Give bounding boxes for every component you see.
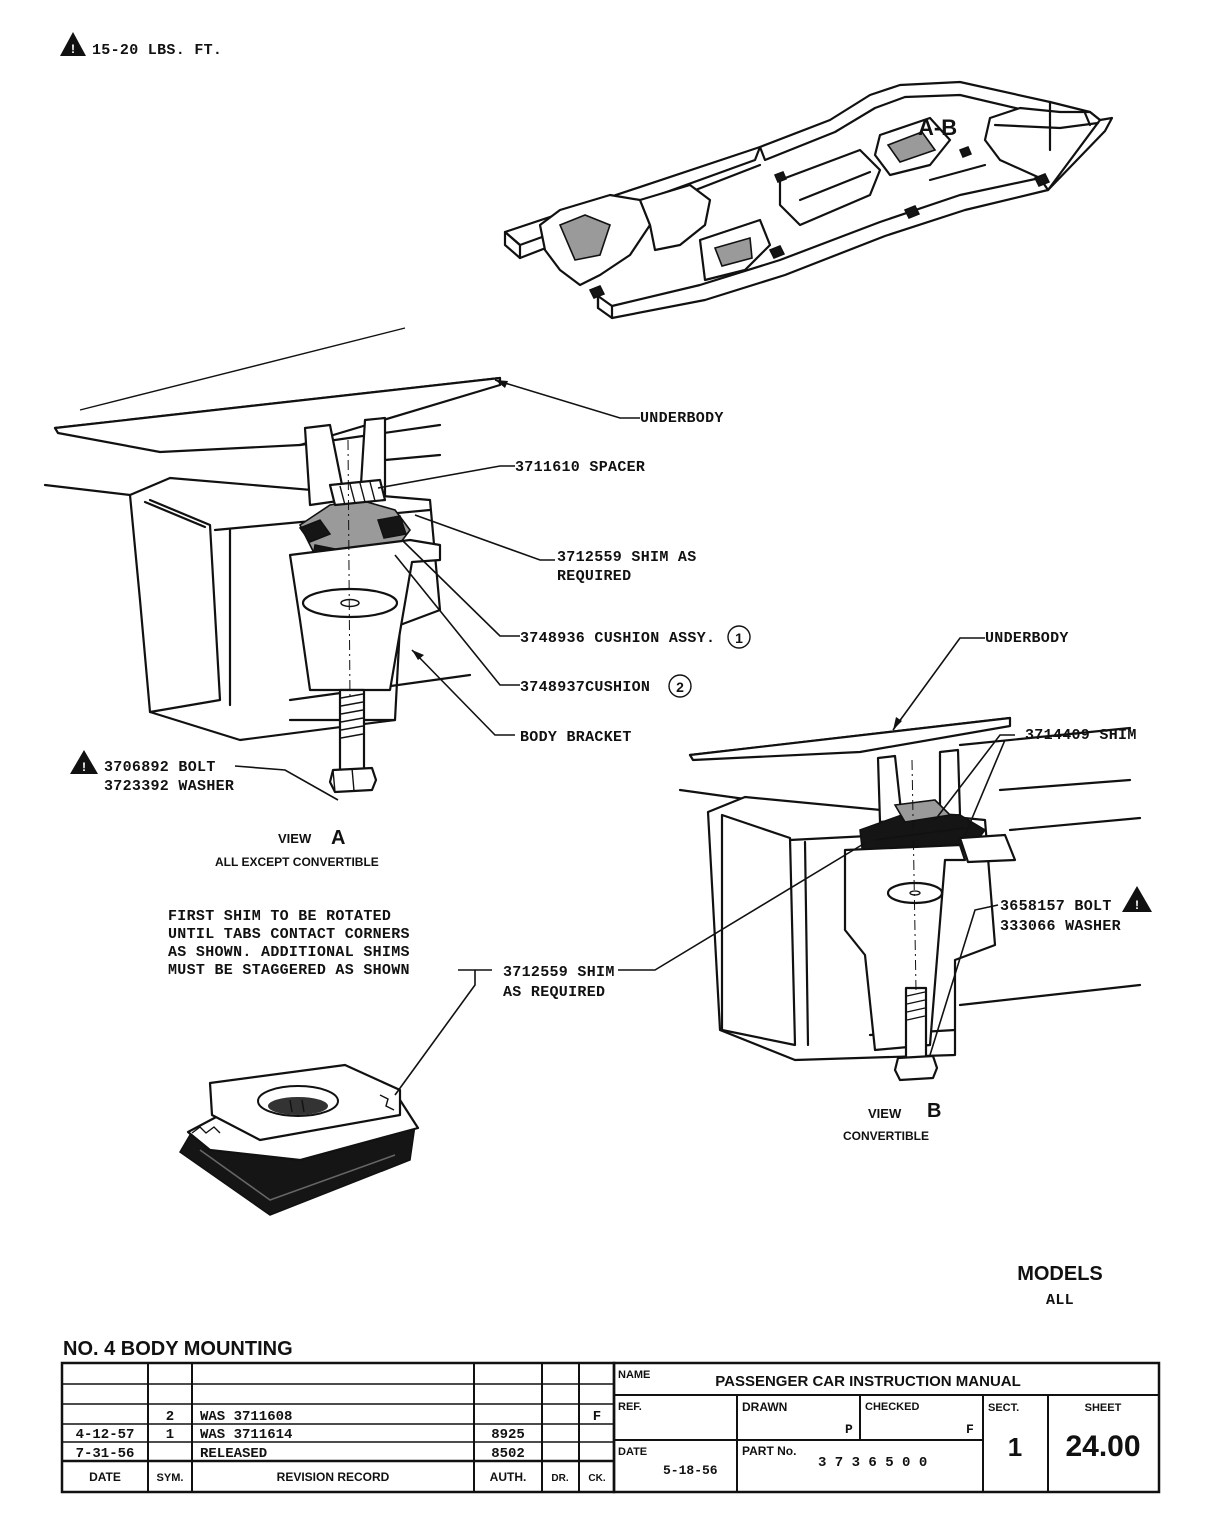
rev-auth: 8925 [491, 1427, 525, 1443]
torque-note: ! 15-20 LBS. FT. [60, 32, 222, 59]
sect-value: 1 [1008, 1432, 1022, 1462]
shim-detail-illustration [179, 1063, 420, 1216]
title-block: NAME PASSENGER CAR INSTRUCTION MANUAL RE… [612, 1361, 1161, 1494]
sheet-title: NO. 4 BODY MOUNTING [63, 1338, 293, 1360]
view-b-word: VIEW [868, 1106, 902, 1121]
view-b-washer-label: 333066 WASHER [1000, 918, 1121, 935]
cushion-ref: 2 [676, 679, 684, 695]
rev-header: DATE [89, 1470, 121, 1484]
view-b-bolt-label: 3658157 BOLT [1000, 898, 1112, 915]
sect-label: SECT. [988, 1402, 1019, 1414]
shim-note-line: UNTIL TABS CONTACT CORNERS [168, 926, 410, 943]
view-b-shim-label: 3714409 SHIM [1025, 727, 1137, 744]
frame-view-label: A-B [918, 115, 957, 140]
rev-header: DR. [551, 1473, 568, 1484]
view-a-underbody-label: UNDERBODY [640, 410, 724, 427]
rev-header: SYM. [157, 1472, 184, 1484]
cushion-label: 3748937CUSHION [520, 679, 650, 696]
view-a-callouts: UNDERBODY 3711610 SPACER 3712559 SHIM AS… [70, 379, 751, 869]
rev-auth: 8502 [491, 1446, 525, 1462]
shim-note: FIRST SHIM TO BE ROTATED UNTIL TABS CONT… [168, 842, 866, 1096]
view-b-illustration [678, 716, 1142, 1082]
sheet-label: SHEET [1085, 1402, 1122, 1414]
view-b-warning-icon: ! [1122, 886, 1152, 912]
body-bracket-label: BODY BRACKET [520, 729, 632, 746]
cushion-assy-ref: 1 [735, 630, 743, 646]
shim-note-line: AS SHOWN. ADDITIONAL SHIMS [168, 944, 410, 961]
drawn-value: P [845, 1422, 853, 1437]
rev-date: 4-12-57 [76, 1427, 135, 1443]
name-label: NAME [618, 1369, 650, 1381]
rev-sym: 2 [166, 1409, 174, 1425]
date-value: 5-18-56 [663, 1463, 718, 1478]
name-value: PASSENGER CAR INSTRUCTION MANUAL [715, 1373, 1021, 1390]
shim-callout-line1: 3712559 SHIM [503, 964, 615, 981]
bolt-warning-icon: ! [70, 750, 98, 774]
part-label: PART No. [742, 1444, 796, 1458]
shim-note-line: MUST BE STAGGERED AS SHOWN [168, 962, 410, 979]
rev-header: REVISION RECORD [277, 1470, 390, 1484]
view-a-bolt-label: 3706892 BOLT [104, 759, 216, 776]
rev-header: CK. [588, 1473, 605, 1484]
rev-date: 7-31-56 [76, 1446, 135, 1462]
rev-record: RELEASED [200, 1446, 267, 1462]
models-title: MODELS [1017, 1263, 1103, 1285]
view-a-word: VIEW [278, 831, 312, 846]
part-value: 3 7 3 6 5 0 0 [818, 1455, 927, 1471]
shim-callout-line2: AS REQUIRED [503, 984, 605, 1001]
view-b-callouts: UNDERBODY 3714409 SHIM 3658157 BOLT ! 33… [843, 630, 1152, 1143]
view-a-shim-label-line2: REQUIRED [557, 568, 631, 585]
models-value: ALL [1046, 1292, 1074, 1309]
chassis-frame-illustration: A-B [503, 80, 1114, 320]
rev-sym: 1 [166, 1427, 174, 1443]
svg-text:!: ! [71, 42, 75, 56]
rev-ck: F [593, 1409, 601, 1425]
drawn-label: DRAWN [742, 1400, 787, 1414]
shim-note-line: FIRST SHIM TO BE ROTATED [168, 908, 391, 925]
date-label: DATE [618, 1446, 647, 1458]
checked-label: CHECKED [865, 1401, 919, 1413]
view-b-underbody-label: UNDERBODY [985, 630, 1069, 647]
checked-value: F [966, 1422, 974, 1437]
view-a-illustration [43, 327, 502, 794]
sheet-value: 24.00 [1065, 1430, 1140, 1463]
view-a-washer-label: 3723392 WASHER [104, 778, 234, 795]
cushion-assy-label: 3748936 CUSHION ASSY. [520, 630, 715, 647]
svg-text:!: ! [82, 760, 86, 774]
torque-note-text: 15-20 LBS. FT. [92, 42, 222, 59]
rev-record: WAS 3711608 [200, 1409, 292, 1425]
rev-record: WAS 3711614 [200, 1427, 292, 1443]
torque-warning-icon: ! [60, 32, 86, 56]
spacer-label: 3711610 SPACER [515, 459, 645, 476]
revision-table: 2 WAS 3711608 F 4-12-57 1 WAS 3711614 89… [60, 1361, 616, 1494]
svg-text:!: ! [1135, 898, 1139, 912]
view-a-letter: A [331, 827, 345, 849]
view-b-caption: CONVERTIBLE [843, 1129, 929, 1143]
rev-header: AUTH. [490, 1470, 527, 1484]
view-b-letter: B [927, 1100, 941, 1122]
view-a-shim-label-line1: 3712559 SHIM AS [557, 549, 697, 566]
models-block: MODELS ALL [1017, 1263, 1103, 1309]
ref-label: REF. [618, 1401, 642, 1413]
view-a-caption: ALL EXCEPT CONVERTIBLE [215, 855, 379, 869]
